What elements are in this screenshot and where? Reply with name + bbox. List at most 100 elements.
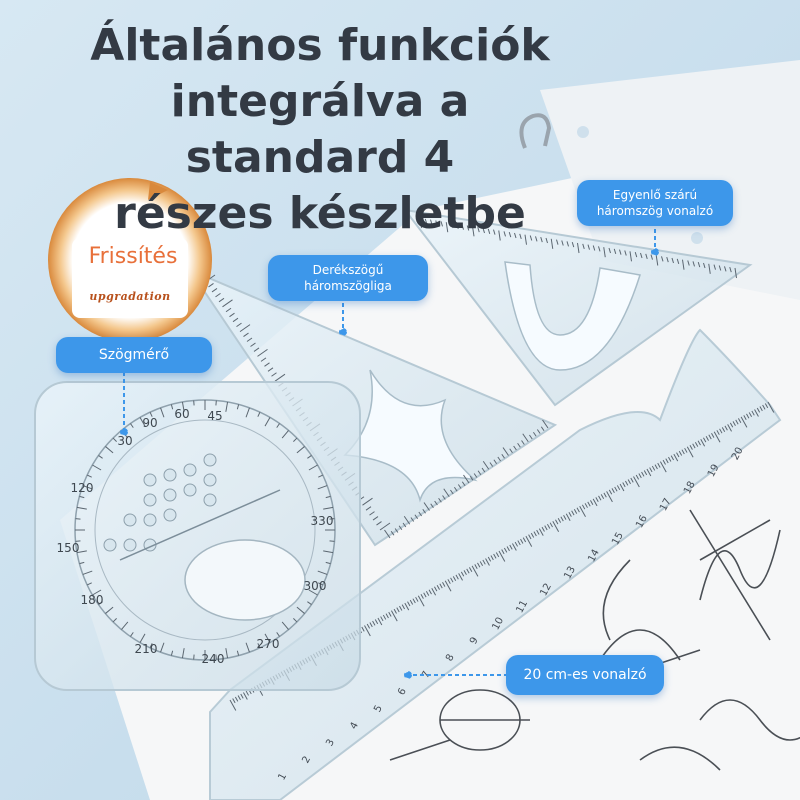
right-triangle-tick xyxy=(542,419,549,429)
ruler-tick xyxy=(493,553,497,559)
ruler-number: 14 xyxy=(586,548,602,564)
ruler-tick xyxy=(374,619,379,625)
isosceles-tick xyxy=(676,258,680,264)
right-triangle-tick xyxy=(442,495,446,500)
ruler-number: 12 xyxy=(538,582,554,598)
ruler-tick xyxy=(641,471,645,477)
ruler-tick xyxy=(595,497,599,502)
callout-protractor-label: Szögmérő xyxy=(98,347,170,363)
callout-right-triangle: Derékszögű háromszögliga xyxy=(268,255,428,301)
right-triangle-tick xyxy=(493,459,498,465)
ruler-tick xyxy=(665,458,669,464)
protractor-tick xyxy=(225,648,229,659)
isosceles-tick xyxy=(671,257,674,264)
ruler-tick xyxy=(407,601,411,607)
ruler-ticks xyxy=(229,401,775,711)
ruler-tick xyxy=(522,537,527,543)
ruler-tick xyxy=(694,441,699,447)
ruler-tick xyxy=(503,547,508,553)
ruler-tick xyxy=(372,620,376,626)
isosceles-tick xyxy=(608,247,611,254)
protractor-label: 120 xyxy=(71,481,94,495)
ruler-number: 7 xyxy=(420,669,433,680)
protractor-tick xyxy=(86,582,92,586)
isosceles-tick xyxy=(419,217,422,229)
ruler-tick xyxy=(512,543,517,551)
ruler-tick xyxy=(401,604,406,610)
protractor-tick xyxy=(308,464,318,471)
right-triangle-tick xyxy=(274,373,286,382)
ruler-tick xyxy=(724,425,728,431)
right-triangle-tick xyxy=(414,514,419,520)
upgrade-badge xyxy=(48,178,212,342)
right-triangle-tick xyxy=(438,497,442,503)
ruler-tick xyxy=(668,456,672,462)
ruler-number: 20 xyxy=(730,446,746,462)
ruler-tick xyxy=(754,409,759,417)
protractor-tick xyxy=(160,407,165,418)
ruler-tick xyxy=(692,443,696,449)
isosceles-tick xyxy=(577,242,580,254)
ruler-tick xyxy=(552,520,560,532)
ruler-tick xyxy=(538,528,544,536)
protractor-label: 30 xyxy=(117,434,132,448)
ruler-tick xyxy=(573,509,578,514)
right-triangle-tick xyxy=(376,521,382,526)
isosceles-tick xyxy=(487,228,491,234)
right-triangle-tick xyxy=(517,442,521,448)
ruler-tick xyxy=(678,450,683,456)
protractor-tick xyxy=(130,423,134,428)
protractor-tick xyxy=(139,417,146,427)
protractor-tick xyxy=(79,495,85,499)
protractor-tick xyxy=(76,550,87,554)
ruler-tick xyxy=(520,538,524,544)
right-triangle-tick xyxy=(461,481,466,487)
ruler-tick xyxy=(380,616,384,622)
protractor-tick xyxy=(92,464,102,471)
ruler-tick xyxy=(603,492,607,498)
ruler-tick xyxy=(501,549,505,555)
right-triangle-tick xyxy=(453,486,458,492)
ruler-tick xyxy=(479,561,484,567)
ruler-tick xyxy=(495,552,500,558)
upgrade-badge-label: Frissítés xyxy=(88,244,178,269)
isosceles-tick xyxy=(655,255,659,266)
ruler-tick xyxy=(560,516,564,522)
right-triangle-ruler xyxy=(187,267,558,547)
isosceles-tick xyxy=(519,233,522,239)
right-triangle-tick xyxy=(243,332,249,337)
ruler-tick xyxy=(514,541,519,547)
protractor-tick xyxy=(276,423,280,428)
ruler-number: 16 xyxy=(634,514,650,530)
protractor-tick xyxy=(92,589,102,596)
ruler-tick xyxy=(638,473,642,479)
ruler-tick xyxy=(455,574,459,580)
isosceles-tick xyxy=(724,266,727,272)
ruler-number: 4 xyxy=(348,720,361,731)
protractor-tick xyxy=(296,446,305,454)
ruler-tick xyxy=(420,593,424,599)
protractor-label: 240 xyxy=(202,652,225,666)
upgrade-badge-subtitle: upgradation xyxy=(89,290,171,303)
isosceles-tick xyxy=(435,220,438,226)
ruler-tick xyxy=(686,446,694,458)
ruler-tick xyxy=(229,699,237,711)
ruler-tick xyxy=(713,431,721,443)
right-triangle-tick xyxy=(513,445,517,451)
protractor-tick xyxy=(236,404,240,410)
isosceles-tick xyxy=(640,252,643,259)
isosceles-tick xyxy=(472,226,475,237)
isosceles-tick xyxy=(718,265,722,271)
ruler-number: 1 xyxy=(276,771,289,782)
isosceles-tick xyxy=(661,256,664,262)
ruler-tick xyxy=(544,525,548,531)
ruler-tick xyxy=(729,422,734,428)
ruler-tick xyxy=(528,534,532,540)
callout-isosceles-line-1: Egyenlő szárú xyxy=(612,188,698,202)
headline-line-1: Általános funkciók xyxy=(90,20,550,71)
ruler-number: 11 xyxy=(514,599,530,615)
isosceles-tick xyxy=(587,244,590,250)
ruler-tick xyxy=(571,510,575,516)
ruler-tick xyxy=(737,418,742,424)
